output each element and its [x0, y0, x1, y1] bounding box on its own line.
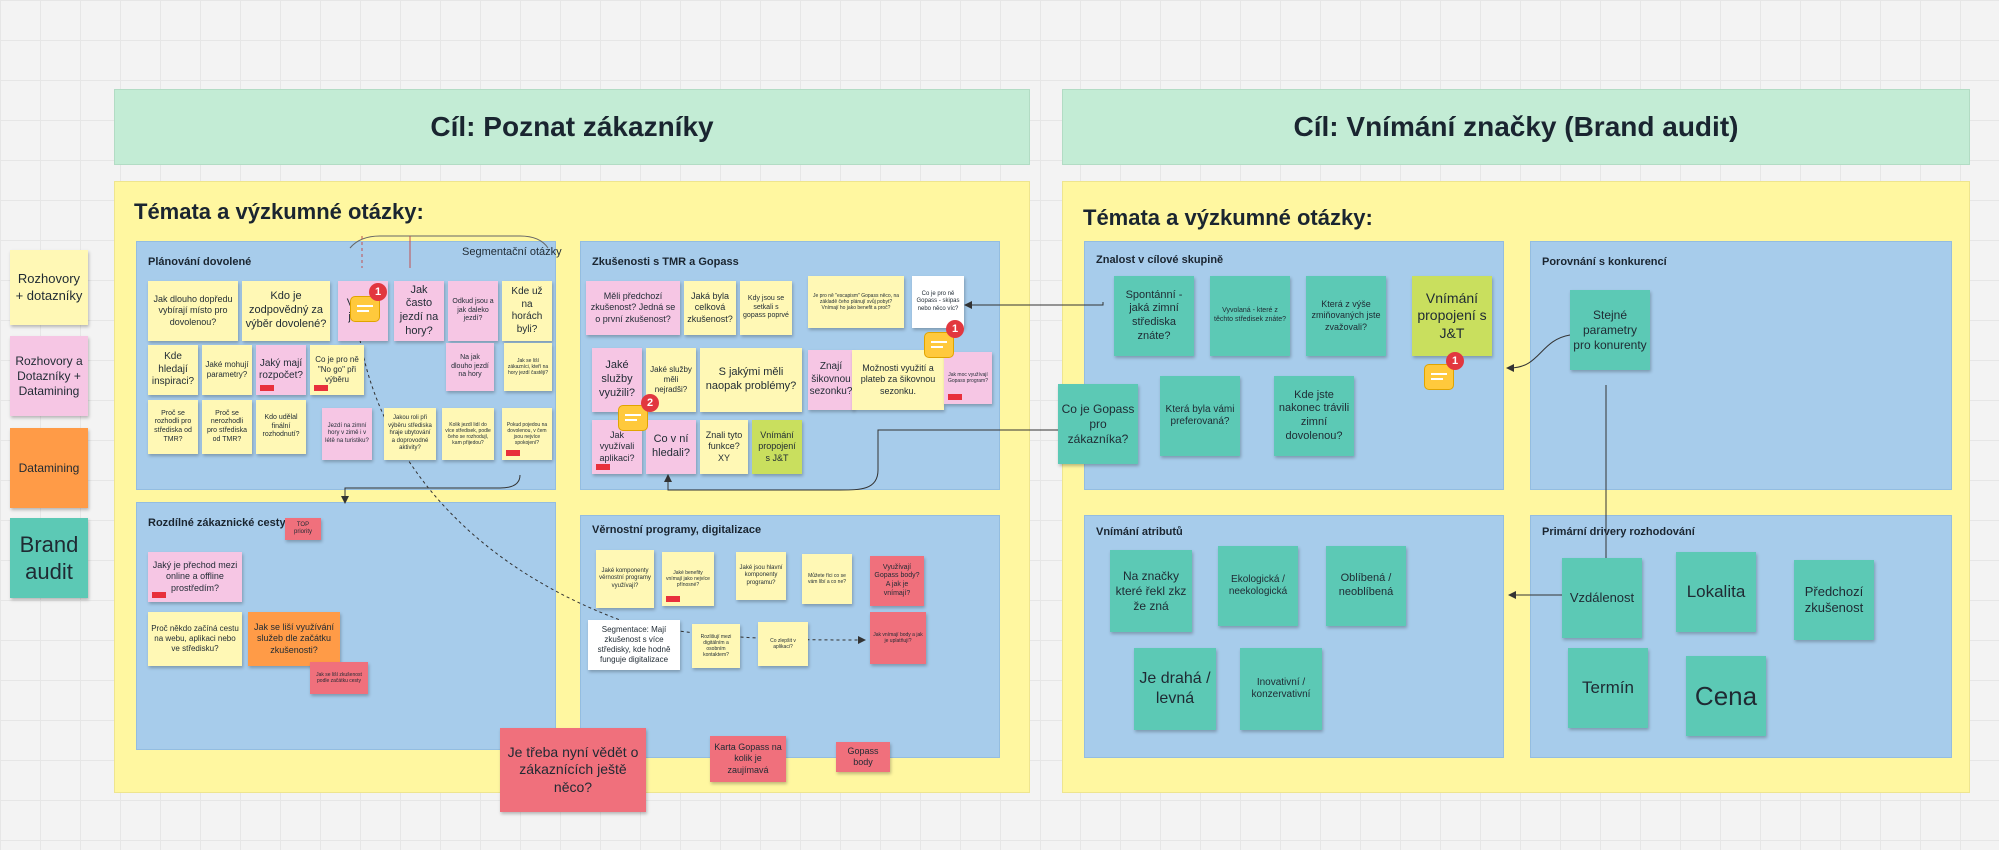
note-zk14[interactable]: Znali tyto funkce? XY — [700, 420, 748, 474]
note-pl9[interactable]: Jaký mají rozpočet? — [256, 345, 306, 395]
note-ba3[interactable]: Oblíbená / neoblíbená — [1326, 546, 1406, 626]
goal-right[interactable]: Cíl: Vnímání značky (Brand audit) — [1062, 89, 1970, 165]
panel-cesty-title: Rozdílné zákaznické cesty — [148, 517, 286, 529]
comment-count-badge: 2 — [641, 394, 659, 412]
note-ve4[interactable]: Můžete říci co se vám líbí a co ne? — [802, 554, 852, 604]
goal-left[interactable]: Cíl: Poznat zákazníky — [114, 89, 1030, 165]
panel-vernost-title: Věrnostní programy, digitalizace — [592, 524, 762, 536]
note-pl14[interactable]: Proč se nerozhodli pro střediska od TMR? — [202, 400, 252, 454]
note-pl10[interactable]: Co je pro ně "No go" při výběru — [310, 345, 364, 395]
note-pl17[interactable]: Jakou roli při výběru střediska hraje ub… — [384, 408, 436, 460]
note-zk1[interactable]: Měli předchozí zkušenost? Jedná se o prv… — [586, 281, 680, 335]
note-ce4[interactable]: Jak se liší využívání služeb dle začátku… — [248, 612, 340, 666]
note-zk3[interactable]: Kdy jsou se setkali s gopass poprvé — [740, 281, 792, 335]
note-ve3[interactable]: Jaké jsou hlavní komponenty programu? — [736, 552, 786, 600]
note-pl12[interactable]: Jak se liší zákazníci, kteří na hory jez… — [504, 343, 552, 391]
tag-red — [666, 596, 680, 602]
note-bz5[interactable]: Která byla vámi preferovaná? — [1160, 376, 1240, 456]
note-pl2[interactable]: Kdo je zodpovědný za výběr dovolené? — [242, 281, 330, 341]
note-pl8[interactable]: Jaké mohují parametry? — [202, 345, 252, 395]
note-zk15[interactable]: Vnímání propojení s J&T — [752, 420, 802, 474]
note-ce3[interactable]: Proč někdo začíná cestu na webu, aplikac… — [148, 612, 242, 666]
note-ce2[interactable]: Jaký je přechod mezi online a offline pr… — [148, 552, 242, 602]
comment-count-badge: 1 — [1446, 352, 1464, 370]
note-bz3[interactable]: Která z výše zmiňovaných jste zvažovali? — [1306, 276, 1386, 356]
note-ce1[interactable]: TOP priority — [285, 518, 321, 540]
note-pl15[interactable]: Kdo udělal finální rozhodnutí? — [256, 400, 306, 454]
note-pl13[interactable]: Proč se rozhodli pro střediska od TMR? — [148, 400, 198, 454]
note-zk11[interactable]: Jak moc využívají Gopass program? — [944, 352, 992, 404]
note-pl19[interactable]: Pokud pojedou na dovolenou, v čem jsou n… — [502, 408, 552, 460]
panel-planovani-subtitle: Segmentační otázky — [462, 246, 562, 258]
tag-red — [314, 385, 328, 391]
note-bz4[interactable]: Vnímání propojení s J&T — [1412, 276, 1492, 356]
note-pl11[interactable]: Na jak dlouho jezdí na hory — [446, 343, 494, 391]
panel-porovnani-title: Porovnání s konkurencí — [1542, 256, 1667, 268]
note-bz7[interactable]: Co je Gopass pro zákazníka? — [1058, 384, 1138, 464]
comment-count-badge: 1 — [946, 320, 964, 338]
note-q1[interactable]: Je třeba nyní vědět o zákaznících ještě … — [500, 728, 646, 812]
note-q2[interactable]: Karta Gopass na kolik je zaujímavá — [710, 736, 786, 782]
note-ve9[interactable]: Jak vnímají body a jak je uplatňují? — [870, 612, 926, 664]
note-pl1[interactable]: Jak dlouho dopředu vybírají místo pro do… — [148, 281, 238, 341]
panel-planovani-title: Plánování dovolené — [148, 256, 252, 268]
note-bz2[interactable]: Vyvolaná - které z těchto středisek znát… — [1210, 276, 1290, 356]
note-bd4[interactable]: Termín — [1568, 648, 1648, 728]
note-pl16[interactable]: Jezdí na zimní hory v zimě i v létě na t… — [322, 408, 372, 460]
tag-red — [260, 385, 274, 391]
note-zk5[interactable]: Co je pro ně Gopass - skipas nebo něco v… — [912, 276, 964, 328]
note-zk6[interactable]: Jaké služby využili? — [592, 348, 642, 412]
note-bd3[interactable]: Předchozí zkušenost — [1794, 560, 1874, 640]
legend-brand-audit[interactable]: Brand audit — [10, 518, 88, 598]
panel-zkusenosti-title: Zkušenosti s TMR a Gopass — [592, 256, 739, 268]
panel-atributy-title: Vnímání atributů — [1096, 526, 1183, 538]
note-zk8[interactable]: S jakými měli naopak problémy? — [700, 348, 802, 412]
note-ba2[interactable]: Ekologická / neekologická — [1218, 546, 1298, 626]
note-zk2[interactable]: Jaká byla celková zkušenost? — [684, 281, 736, 335]
note-ve2[interactable]: Jaké benefity vnímají jako nejvíce příno… — [662, 552, 714, 606]
board-left-title: Témata a výzkumné otázky: — [134, 199, 424, 224]
note-q3[interactable]: Gopass body — [836, 742, 890, 772]
note-ve1[interactable]: Jaké komponenty věrnostní programy využí… — [596, 550, 654, 608]
note-bz1[interactable]: Spontánní - jaká zimní střediska znáte? — [1114, 276, 1194, 356]
tag-red — [506, 450, 520, 456]
note-ba1[interactable]: Na značky které řekl zkz že zná — [1110, 550, 1192, 632]
tag-red — [948, 394, 962, 400]
note-pl7[interactable]: Kde hledají inspiraci? — [148, 345, 198, 395]
note-zk10[interactable]: Možnosti využití a plateb za šikovnou se… — [852, 350, 944, 410]
note-ba5[interactable]: Inovativní / konzervativní — [1240, 648, 1322, 730]
tag-red — [596, 464, 610, 470]
note-ba4[interactable]: Je drahá / levná — [1134, 648, 1216, 730]
note-bd1[interactable]: Vzdálenost — [1562, 558, 1642, 638]
note-ve5[interactable]: Využívají Gopass body? A jak je vnímají? — [870, 556, 924, 606]
note-ve6[interactable]: Segmentace: Mají zkušenost s více středi… — [588, 620, 680, 670]
comment-count-badge: 1 — [369, 283, 387, 301]
note-bd2[interactable]: Lokalita — [1676, 552, 1756, 632]
note-zk9[interactable]: Znají šikovnou sezonku? — [808, 350, 854, 410]
note-bz6[interactable]: Kde jste nakonec trávili zimní dovolenou… — [1274, 376, 1354, 456]
note-pl6[interactable]: Kde už na horách byli? — [502, 281, 552, 341]
legend-datamining[interactable]: Datamining — [10, 428, 88, 508]
board-right-title: Témata a výzkumné otázky: — [1083, 205, 1373, 230]
note-bk1[interactable]: Stejné parametry pro konurenty — [1570, 290, 1650, 370]
panel-znalost-title: Znalost v cílové skupině — [1096, 254, 1224, 266]
note-pl5[interactable]: Odkud jsou a jak daleko jezdí? — [448, 281, 498, 341]
legend-rozhovory[interactable]: Rozhovory + dotazníky — [10, 250, 88, 325]
note-pl4[interactable]: Jak často jezdí na hory? — [394, 281, 444, 341]
note-zk13[interactable]: Co v ní hledali? — [646, 420, 696, 474]
comment-icon[interactable] — [924, 332, 954, 358]
panel-drivery-title: Primární drivery rozhodování — [1542, 526, 1695, 538]
tag-red — [152, 592, 166, 598]
legend-rozhovory-datamining[interactable]: Rozhovory a Dotazníky + Datamining — [10, 336, 88, 416]
note-ve8[interactable]: Co zlepšit v aplikaci? — [758, 622, 808, 666]
note-pl18[interactable]: Kolik jezdí lidí do více středisek, podl… — [442, 408, 494, 460]
note-ce5[interactable]: Jak se liší zkušenost podle začátku cest… — [310, 662, 368, 694]
note-bd5[interactable]: Cena — [1686, 656, 1766, 736]
note-ve7[interactable]: Rozlišují mezi digitálním a osobním kont… — [692, 624, 740, 668]
note-zk4[interactable]: Je pro ně "escapism" Gopass něco, na zák… — [808, 276, 904, 328]
